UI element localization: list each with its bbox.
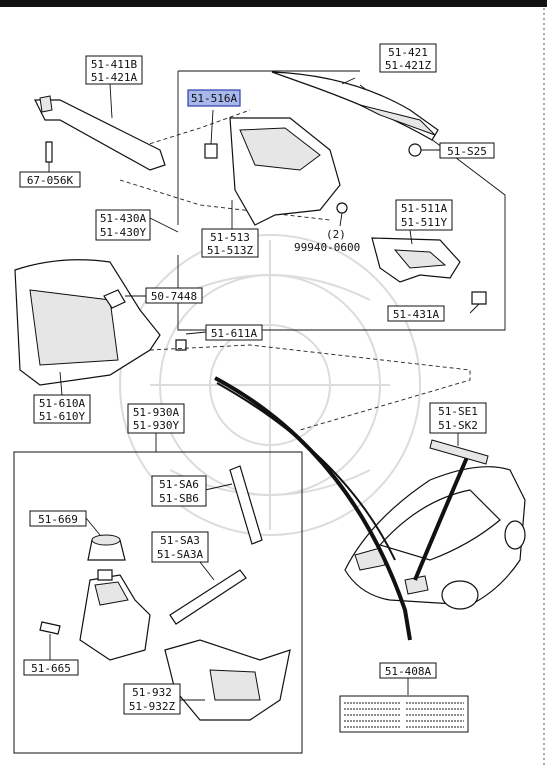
- part-number-label: 51-513Z: [207, 244, 254, 257]
- callout-51-408a[interactable]: 51-408A: [379, 662, 437, 679]
- bolt-665-part: [39, 621, 61, 635]
- callout-51-665[interactable]: 51-665: [23, 659, 79, 676]
- part-number-label: 51-SK2: [438, 419, 478, 432]
- part-number-label: 51-665: [31, 662, 71, 675]
- left-bracket-part: [34, 99, 166, 171]
- quantity-label: (2): [326, 228, 346, 241]
- callout-50-7448[interactable]: 50-7448: [145, 287, 203, 304]
- part-number-label: 51-516A: [191, 92, 238, 105]
- callout-51-430a[interactable]: 51-430A 51-430Y: [95, 209, 151, 241]
- part-number-label: 51-932Z: [129, 700, 176, 713]
- link-rod-sa3-part: [169, 569, 247, 625]
- part-number-label: 51-421Z: [385, 59, 432, 72]
- top-border-bar: [0, 0, 547, 7]
- part-number-label: 51-408A: [385, 665, 432, 678]
- callout-51-513[interactable]: 51-513 51-513Z: [201, 228, 259, 258]
- part-number-label: 50-7448: [151, 290, 197, 303]
- screw-611a-part: [175, 339, 187, 351]
- part-number-label: 51-431A: [393, 308, 440, 321]
- part-number-label: 51-411B: [91, 58, 138, 71]
- part-number-label: 51-421: [388, 46, 428, 59]
- part-number-label: 51-SA3A: [157, 548, 204, 561]
- bolt-s25-part: [408, 143, 422, 157]
- part-number-label: 51-421A: [91, 71, 138, 84]
- part-number-label: 51-511Y: [401, 216, 448, 229]
- clip-part: [103, 289, 126, 309]
- part-number-label: 51-SA6: [159, 478, 199, 491]
- callout-51-610a[interactable]: 51-610A 51-610Y: [33, 394, 91, 424]
- screw-part: [45, 141, 53, 163]
- part-number-label: 51-SB6: [159, 492, 199, 505]
- callout-51-611a[interactable]: 51-611A: [205, 324, 263, 341]
- callout-51-sa3[interactable]: 51-SA3 51-SA3A: [151, 531, 209, 563]
- callout-99940-0600[interactable]: (2) 99940-0600: [294, 228, 360, 254]
- part-number-label: 51-SE1: [438, 405, 478, 418]
- leader-arrow-left: [214, 376, 412, 641]
- part-number-label: 51-669: [38, 513, 78, 526]
- part-number-label: 51-611A: [211, 327, 258, 340]
- callout-67-056k[interactable]: 67-056K: [19, 171, 81, 188]
- part-number-label: 51-SA3: [160, 534, 200, 547]
- part-number-label: 51-430Y: [100, 226, 147, 239]
- bolt-431a-part: [471, 291, 487, 305]
- callout-51-421[interactable]: 51-421 51-421Z: [379, 43, 437, 73]
- part-number-label: 51-930Y: [133, 419, 180, 432]
- callout-51-se1[interactable]: 51-SE1 51-SK2: [429, 402, 487, 434]
- part-number-label: 67-056K: [27, 174, 74, 187]
- callout-51-511a[interactable]: 51-511A 51-511Y: [395, 199, 453, 231]
- part-number-label: 51-511A: [401, 202, 448, 215]
- lower-group-frame: [13, 451, 303, 754]
- callout-51-s25[interactable]: 51-S25: [439, 142, 495, 159]
- part-number-label: 51-610Y: [39, 410, 86, 423]
- part-number-label: 51-930A: [133, 406, 180, 419]
- callout-51-669[interactable]: 51-669: [29, 510, 87, 527]
- part-number-label: 51-932: [132, 686, 172, 699]
- link-rod-sa6-part: [229, 465, 263, 545]
- watermark-emblem: [119, 234, 421, 536]
- caution-label-part: [339, 695, 469, 733]
- bushing-part: [204, 143, 218, 159]
- leader-arrow-right: [413, 454, 470, 581]
- callout-51-411b[interactable]: 51-411B 51-421A: [85, 55, 143, 85]
- part-number-label: 51-S25: [447, 145, 487, 158]
- part-number-label: 51-430A: [100, 212, 147, 225]
- seal-strip-part: [429, 439, 489, 465]
- callout-51-sa6[interactable]: 51-SA6 51-SB6: [151, 475, 207, 507]
- part-number-label: 99940-0600: [294, 241, 360, 254]
- part-number-label: 51-610A: [39, 397, 86, 410]
- callout-51-431a[interactable]: 51-431A: [387, 305, 445, 322]
- callout-51-932[interactable]: 51-932 51-932Z: [123, 683, 181, 715]
- callout-51-930a[interactable]: 51-930A 51-930Y: [127, 403, 185, 434]
- nut-part: [336, 202, 348, 214]
- part-number-label: 51-513: [210, 231, 250, 244]
- callout-51-516a-highlighted[interactable]: 51-516A: [187, 89, 241, 107]
